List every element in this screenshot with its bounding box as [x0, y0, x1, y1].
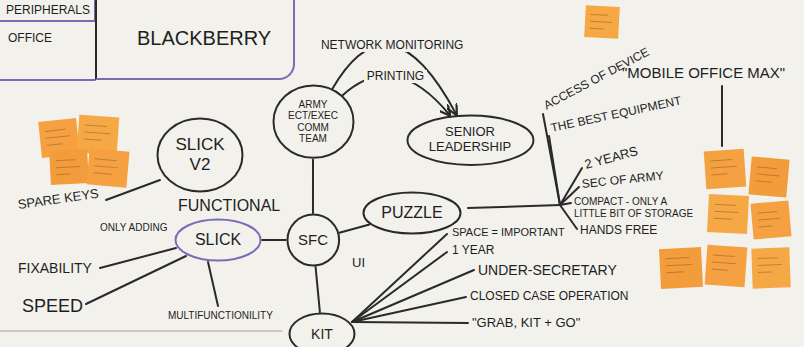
ellipse-shape	[287, 215, 339, 266]
branch-line	[352, 322, 468, 323]
node-label: SLICK V2	[175, 135, 224, 174]
branch-label: SEC OF ARMY	[581, 169, 664, 191]
branch-label: SPACE = IMPORTANT	[452, 226, 565, 239]
node-label: KIT	[311, 326, 333, 342]
node-label: SENIOR LEADERSHIP	[429, 125, 511, 155]
topic-ellipse: KIT	[288, 312, 356, 347]
sticky-note	[87, 148, 130, 187]
node-label: SFC	[298, 231, 328, 248]
connector	[312, 160, 314, 213]
node-label: ARMY ECT/EXEC COMM TEAM	[288, 99, 338, 145]
category-box: PERIPHERALS	[0, 0, 96, 22]
sticky-note	[751, 200, 792, 239]
branch-label: UI	[352, 256, 365, 271]
branch-line	[86, 256, 186, 304]
branch-label: SPEED	[22, 296, 83, 317]
topic-ellipse: SLICK	[174, 218, 262, 262]
branch-line	[352, 234, 447, 322]
edge-label: PRINTING	[364, 70, 427, 83]
node-label: PUZZLE	[381, 204, 442, 222]
branch-label: ONLY ADDING	[100, 222, 167, 234]
branch-label: FIXABILITY	[18, 260, 92, 276]
stakeholder-ellipse: SENIOR LEADERSHIP	[406, 114, 535, 166]
board-edge	[0, 330, 282, 332]
sticky-note	[705, 245, 748, 288]
branch-line	[468, 205, 560, 208]
topic-circle: SLICK V2	[156, 117, 244, 193]
branch-line	[208, 262, 218, 306]
connector	[262, 239, 286, 241]
node-label: BLACKBERRY	[137, 27, 293, 50]
node-label: SLICK	[195, 231, 241, 249]
branch-label: CLOSED CASE OPERATION	[470, 290, 628, 304]
branch-label: MULTIFUNCTIONILITY	[168, 310, 273, 322]
sticky-note	[704, 149, 747, 190]
sticky-note	[751, 247, 790, 288]
branch-line	[560, 203, 571, 205]
branch-label: 2 YEARS	[583, 144, 640, 173]
branch-label: 1 YEAR	[452, 244, 494, 258]
branch-line	[100, 248, 176, 268]
branch-label: FUNCTIONAL	[178, 197, 280, 215]
ellipse-shape	[364, 193, 461, 234]
sticky-note	[49, 149, 89, 185]
branch-label: OFFICE	[8, 32, 52, 46]
topic-ellipse: PUZZLE	[362, 191, 462, 235]
edge-label: NETWORK MONITORING	[318, 39, 466, 52]
branch-label: UNDER-SECRETARY	[478, 262, 617, 278]
category-box: BLACKBERRY	[95, 0, 295, 80]
branch-label: "MOBILE OFFICE MAX"	[622, 64, 785, 81]
region-line	[0, 79, 95, 81]
sticky-note	[707, 194, 749, 234]
branch-label: HANDS FREE	[580, 224, 657, 238]
ellipse-shape	[158, 119, 243, 192]
sticky-note	[748, 156, 789, 197]
branch-line	[549, 136, 560, 205]
node-label: PERIPHERALS	[6, 4, 94, 18]
connector	[316, 267, 320, 312]
ellipse-shape	[290, 314, 355, 347]
connector	[339, 225, 369, 233]
ellipse-shape	[407, 115, 533, 164]
sticky-note	[659, 247, 703, 289]
branch-line	[721, 86, 723, 146]
hub-circle: SFC	[286, 213, 341, 267]
branch-label: "GRAB, KIT + GO"	[472, 316, 580, 331]
branch-line	[352, 270, 474, 322]
ellipse-shape	[176, 220, 261, 261]
stakeholder-ellipse: ARMY ECT/EXEC COMM TEAM	[272, 84, 355, 159]
sticky-note	[584, 5, 620, 39]
branch-line	[352, 297, 466, 322]
ellipse-shape	[273, 86, 353, 158]
branch-label: SPARE KEYS	[17, 187, 100, 213]
connector	[332, 45, 456, 114]
branch-label: COMPACT - ONLY A LITTLE BIT OF STORAGE	[574, 196, 696, 219]
